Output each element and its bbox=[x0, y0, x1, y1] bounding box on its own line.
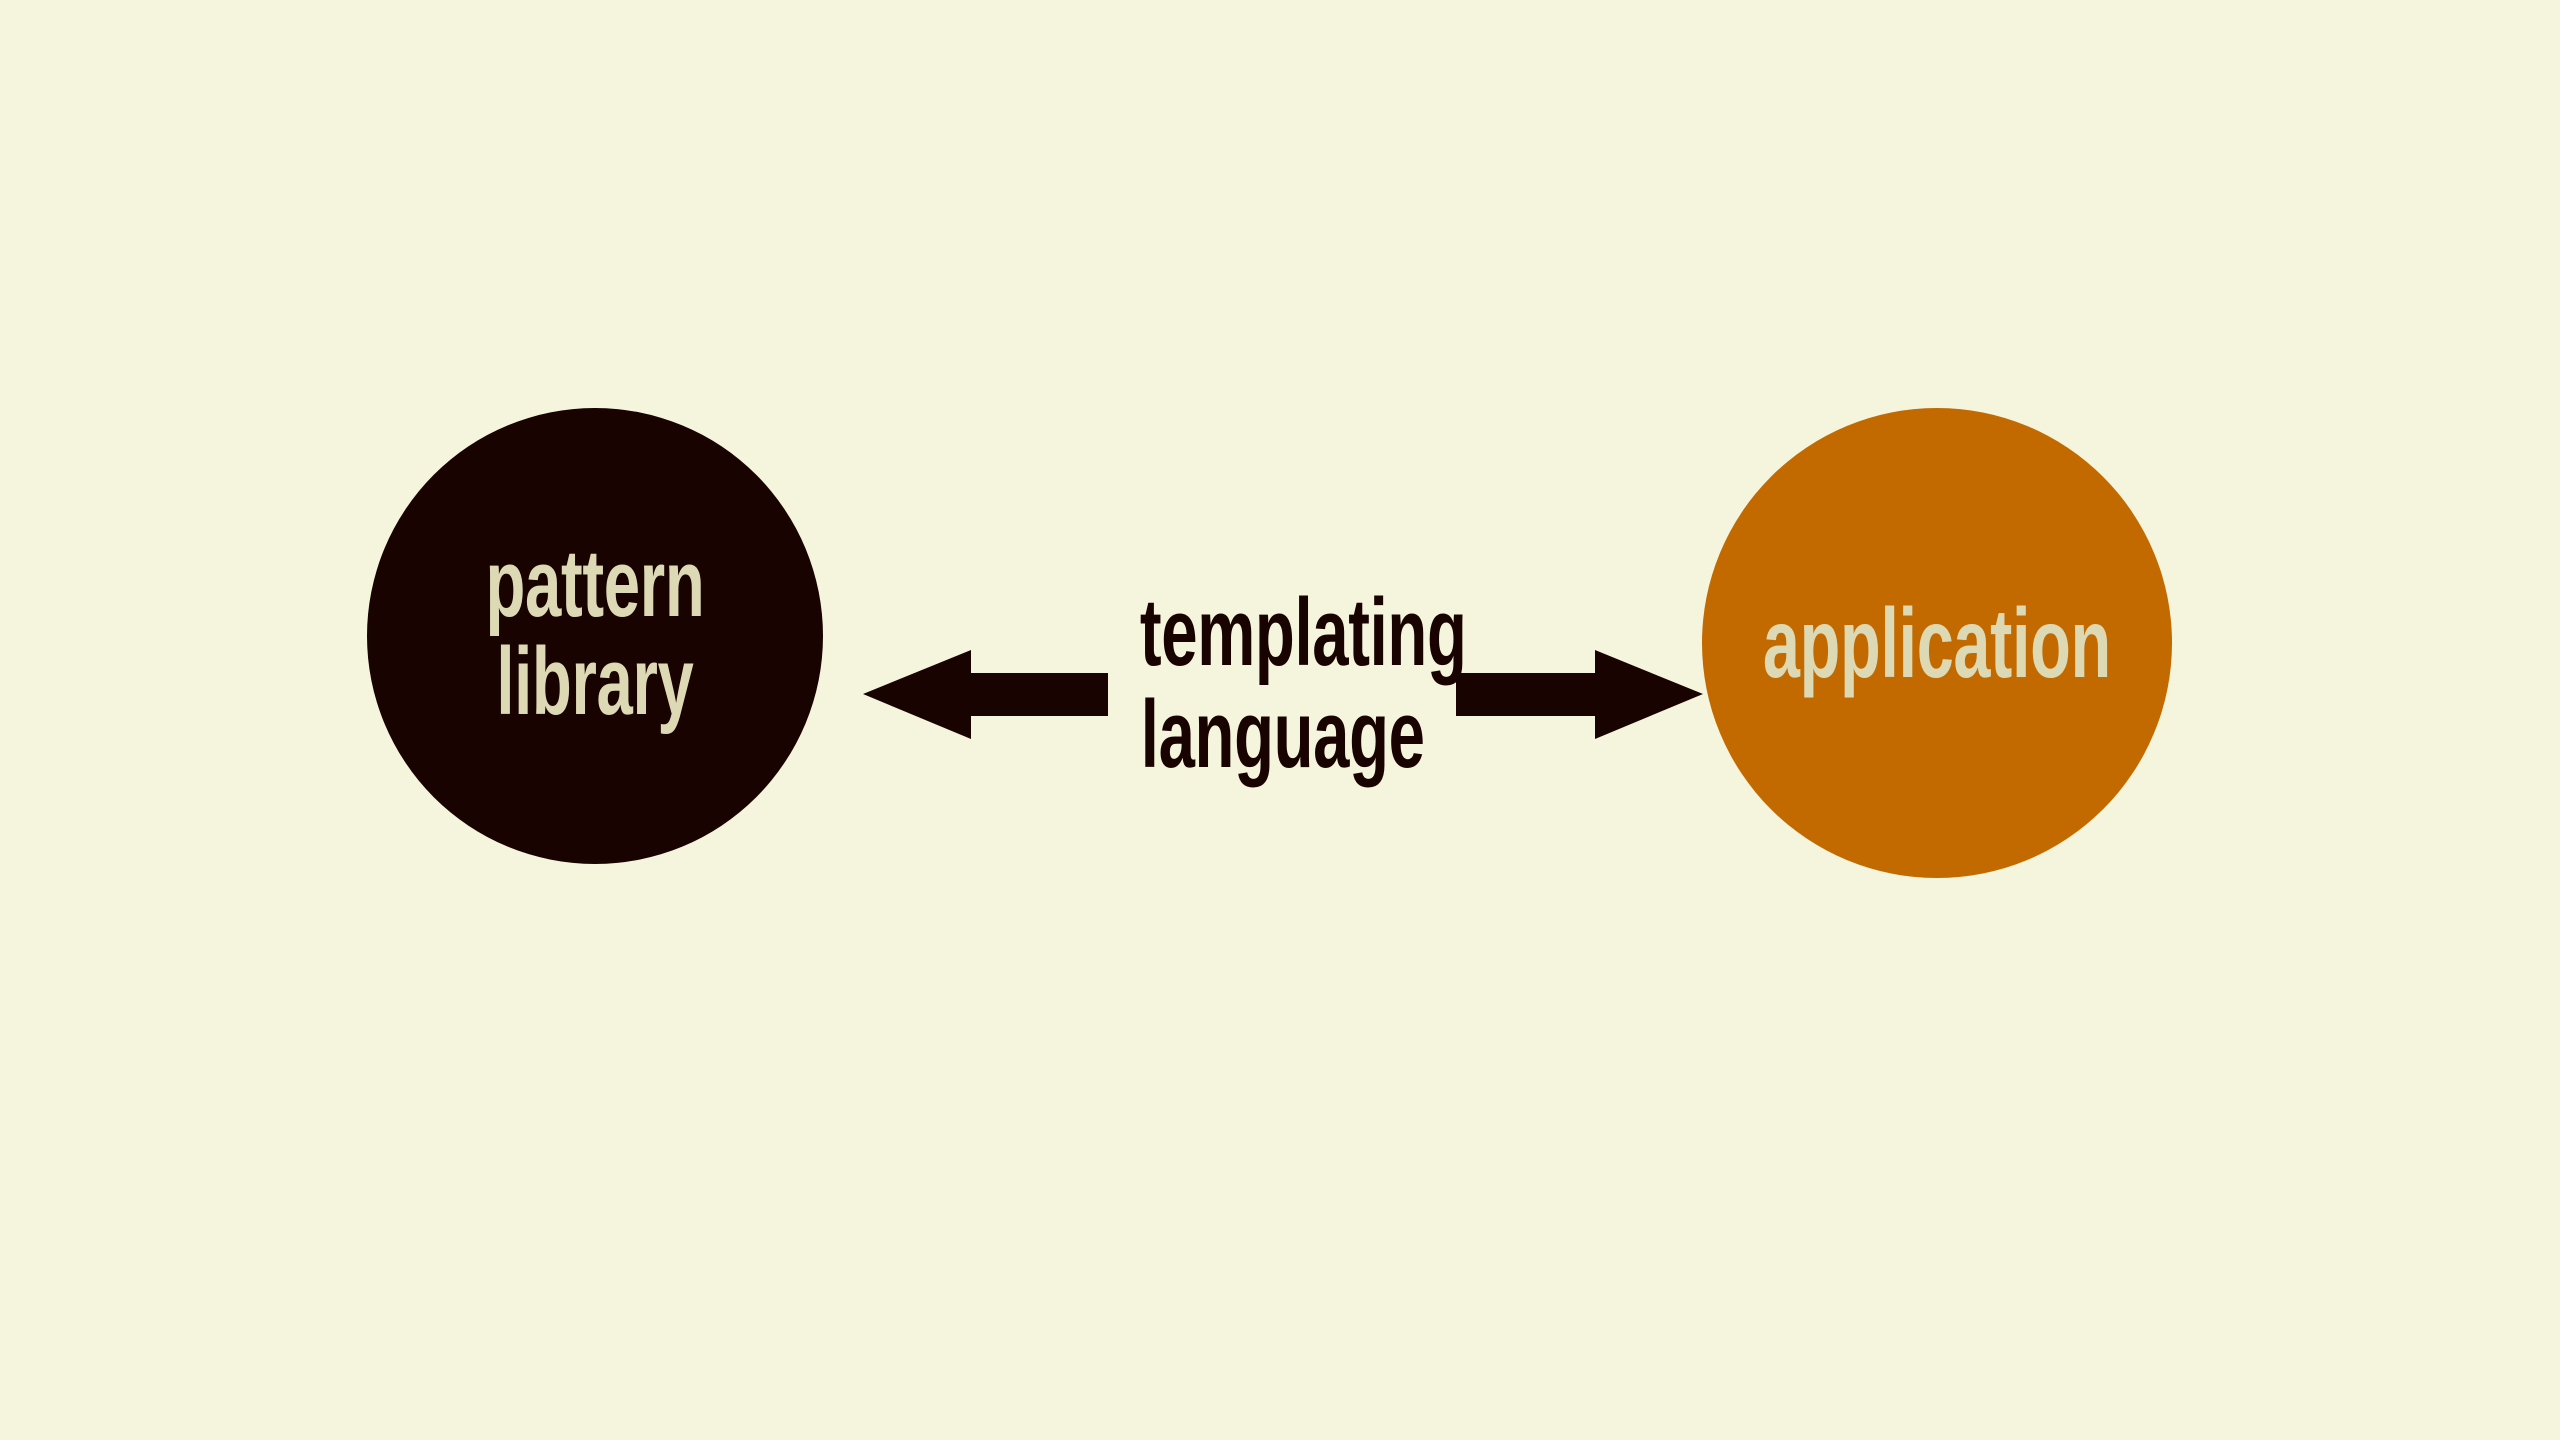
node-pattern-library-label-line1: pattern bbox=[485, 530, 705, 638]
node-pattern-library-label-line2: library bbox=[496, 628, 694, 735]
edge-label-line2: language bbox=[1141, 680, 1425, 788]
edge-label-line1: templating bbox=[1139, 579, 1467, 686]
node-application[interactable]: application bbox=[1702, 408, 2172, 878]
node-application-label: application bbox=[1763, 593, 2111, 694]
node-application-label-line1: application bbox=[1762, 588, 2112, 699]
